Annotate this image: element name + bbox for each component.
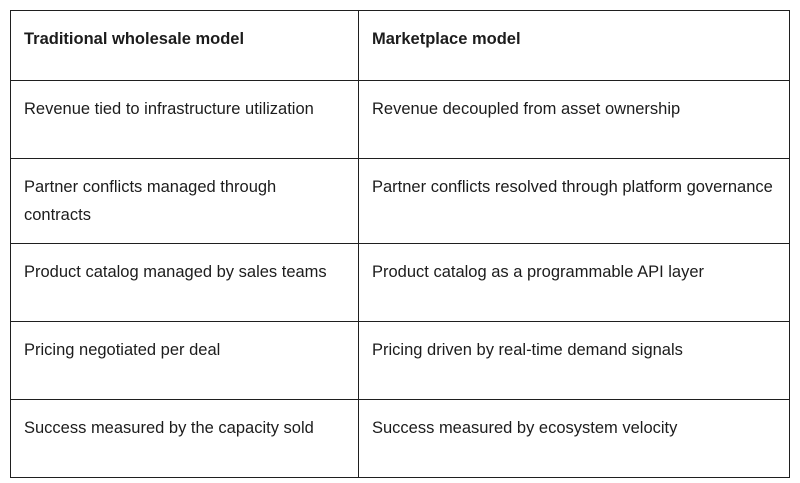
table-row: Product catalog managed by sales teams P…: [10, 243, 790, 322]
table-row: Partner conflicts managed through contra…: [10, 158, 790, 244]
cell-partner-conflicts-traditional: Partner conflicts managed through contra…: [10, 158, 359, 244]
cell-revenue-traditional: Revenue tied to infrastructure utilizati…: [10, 80, 359, 159]
cell-revenue-marketplace: Revenue decoupled from asset ownership: [358, 80, 790, 159]
header-cell-marketplace-model: Marketplace model: [358, 10, 790, 81]
cell-partner-conflicts-marketplace: Partner conflicts resolved through platf…: [358, 158, 790, 244]
comparison-table: Traditional wholesale model Marketplace …: [10, 10, 790, 478]
cell-product-catalog-marketplace: Product catalog as a programmable API la…: [358, 243, 790, 322]
header-cell-traditional-model: Traditional wholesale model: [10, 10, 359, 81]
table-row: Pricing negotiated per deal Pricing driv…: [10, 321, 790, 400]
table-row: Success measured by the capacity sold Su…: [10, 399, 790, 478]
cell-product-catalog-traditional: Product catalog managed by sales teams: [10, 243, 359, 322]
table-header-row: Traditional wholesale model Marketplace …: [10, 10, 790, 81]
cell-pricing-traditional: Pricing negotiated per deal: [10, 321, 359, 400]
cell-success-traditional: Success measured by the capacity sold: [10, 399, 359, 478]
table-row: Revenue tied to infrastructure utilizati…: [10, 80, 790, 159]
cell-pricing-marketplace: Pricing driven by real-time demand signa…: [358, 321, 790, 400]
cell-success-marketplace: Success measured by ecosystem velocity: [358, 399, 790, 478]
